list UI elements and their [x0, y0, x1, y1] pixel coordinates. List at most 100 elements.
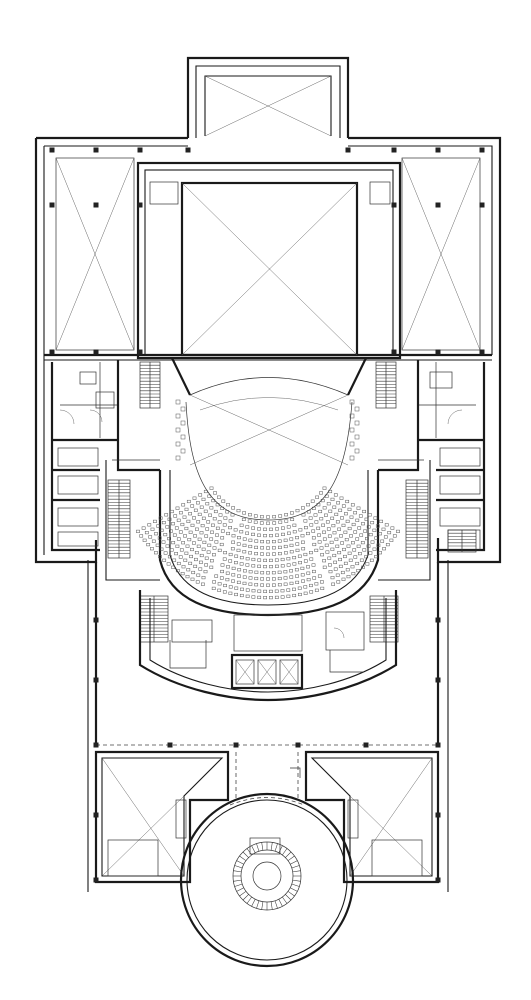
seat: [259, 521, 264, 525]
spiral-tread: [236, 887, 244, 892]
seat: [188, 530, 193, 534]
seat: [236, 548, 241, 552]
spiral-stair: [233, 842, 301, 910]
seat: [263, 527, 267, 531]
seat: [322, 537, 327, 541]
seat: [330, 516, 335, 520]
seat: [311, 529, 316, 533]
seat: [199, 505, 204, 509]
seat: [374, 555, 378, 559]
seat: [220, 529, 225, 533]
seat: [203, 489, 208, 494]
seat: [226, 531, 230, 536]
seat: [318, 509, 323, 514]
seat: [334, 512, 339, 516]
seat: [284, 519, 289, 523]
seat: [217, 548, 222, 552]
seat: [184, 551, 189, 555]
seat: [136, 529, 140, 533]
seat: [239, 562, 244, 566]
seat: [234, 586, 239, 590]
seat: [174, 552, 178, 556]
seat: [210, 559, 214, 563]
seat: [151, 539, 156, 543]
seat: [286, 557, 291, 561]
seat: [353, 530, 358, 534]
seat: [284, 513, 288, 517]
seat: [217, 495, 221, 499]
seat: [185, 544, 190, 548]
seat: [326, 527, 331, 531]
seat: [223, 551, 227, 555]
seat: [269, 565, 273, 569]
seat: [195, 580, 200, 584]
seat: [257, 595, 262, 599]
seat: [206, 520, 211, 524]
seat: [226, 565, 230, 569]
seat: [358, 552, 362, 556]
seat: [298, 528, 303, 532]
spiral-tread: [233, 870, 242, 873]
seat: [295, 509, 300, 513]
seat: [336, 501, 340, 505]
side-stage-left: [55, 157, 135, 351]
seat: [366, 525, 371, 529]
seat: [321, 523, 325, 527]
seat: [332, 531, 337, 535]
seat: [171, 541, 176, 545]
seat: [253, 520, 258, 524]
seat: [289, 581, 294, 585]
seat: [292, 556, 297, 560]
seat: [303, 585, 308, 589]
seat: [165, 525, 170, 529]
spiral-tread: [290, 887, 298, 892]
seat: [179, 548, 184, 552]
seat: [209, 486, 214, 490]
seat: [320, 586, 325, 590]
seat: [228, 591, 233, 595]
seat: [272, 546, 276, 550]
seat: [322, 530, 326, 534]
seat: [263, 589, 267, 593]
box-seat: [349, 399, 355, 405]
seat: [314, 548, 319, 552]
seat: [373, 516, 378, 520]
column: [49, 349, 55, 355]
seat: [245, 588, 250, 592]
seat: [370, 521, 375, 525]
seat: [179, 511, 183, 515]
column: [295, 742, 301, 748]
seat: [253, 514, 258, 518]
seat: [286, 588, 291, 592]
seat: [330, 497, 335, 501]
seat: [346, 544, 351, 548]
seat: [155, 543, 160, 547]
seat: [245, 563, 250, 567]
column: [93, 742, 99, 748]
seat: [311, 563, 316, 567]
main-stage: [136, 161, 402, 360]
spiral-tread: [270, 842, 273, 851]
seat: [153, 519, 157, 523]
seat: [281, 526, 285, 530]
seat: [360, 541, 365, 545]
seat: [263, 596, 267, 600]
seat: [183, 534, 187, 538]
seat: [171, 565, 175, 569]
seat: [289, 537, 294, 541]
seat: [289, 550, 294, 554]
seat: [351, 522, 356, 527]
seat: [312, 569, 316, 574]
seat: [163, 551, 168, 555]
seat: [237, 568, 242, 572]
seat: [260, 540, 264, 544]
seat: [381, 527, 386, 531]
box-seat: [180, 448, 186, 454]
box-seat: [349, 455, 355, 461]
seat: [169, 529, 173, 533]
seat: [338, 564, 343, 568]
seat: [298, 561, 302, 565]
spiral-tread: [292, 870, 301, 873]
seat: [327, 534, 332, 538]
seat: [181, 565, 186, 569]
